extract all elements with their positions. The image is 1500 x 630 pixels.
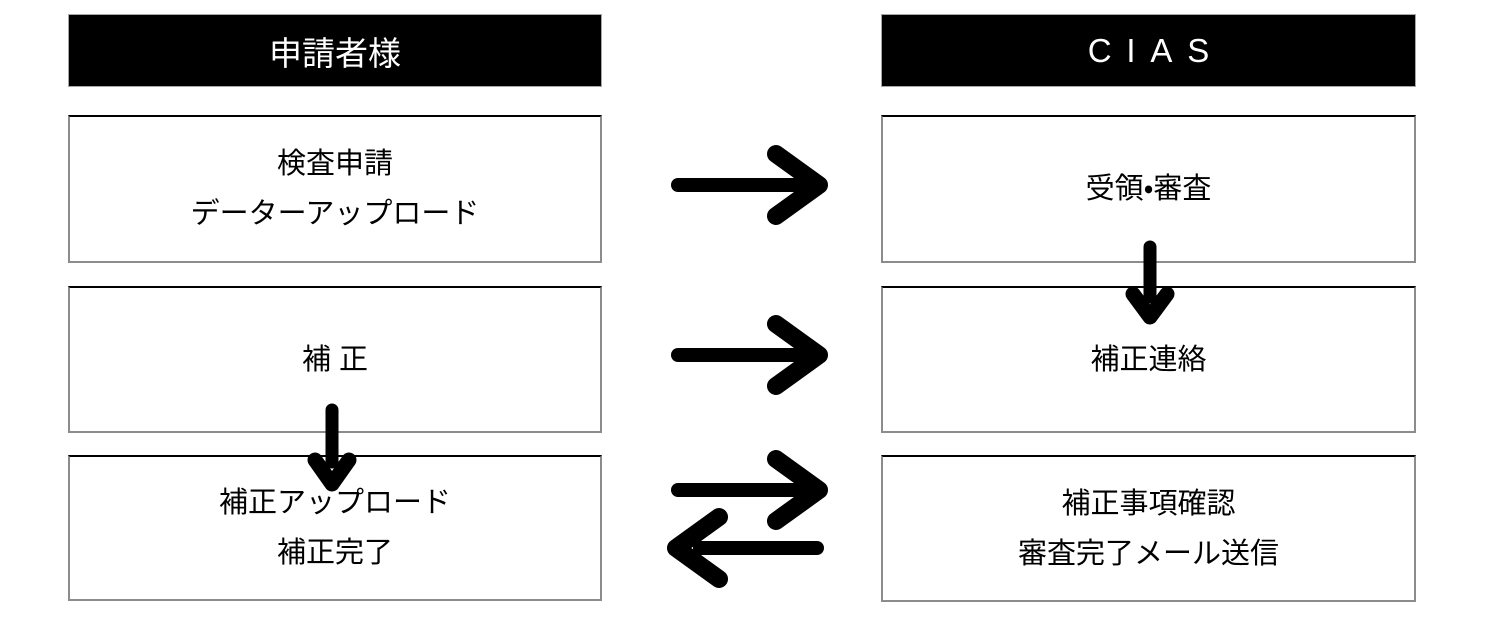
arrow-upload-to-confirm-icon bbox=[671, 450, 828, 530]
box-line: データーアップロード bbox=[190, 198, 480, 230]
box-line: 補正事項確認 bbox=[1061, 487, 1236, 520]
box-line: 検査申請 bbox=[276, 148, 393, 180]
arrow-correction-to-notice-icon bbox=[671, 315, 828, 395]
box-line: 補正完了 bbox=[276, 537, 393, 569]
box-line: 補正連絡 bbox=[1090, 343, 1207, 376]
box-line: 受領・審査 bbox=[1085, 173, 1212, 205]
box-line: 審査完了メール送信 bbox=[1017, 537, 1279, 570]
box-receive-review: 受領・審査 bbox=[881, 115, 1416, 263]
box-correction-upload-complete: 補正アップロード 補正完了 bbox=[68, 455, 602, 601]
arrow-confirm-to-complete-icon bbox=[667, 508, 824, 588]
box-line: 補正アップロード bbox=[218, 487, 451, 519]
arrow-apply-to-receive-icon bbox=[671, 145, 828, 225]
column-header-cias: CIAS bbox=[881, 14, 1416, 87]
box-correction-notice: 補正連絡 bbox=[881, 286, 1416, 433]
column-header-applicant: 申請者様 bbox=[68, 14, 602, 87]
box-confirm-send-mail: 補正事項確認 審査完了メール送信 bbox=[881, 455, 1416, 602]
box-line: 補 正 bbox=[301, 343, 369, 376]
box-correction: 補 正 bbox=[68, 286, 602, 433]
box-inspection-application: 検査申請 データーアップロード bbox=[68, 115, 602, 263]
column-header-cias-label: CIAS bbox=[1087, 31, 1225, 69]
column-header-applicant-label: 申請者様 bbox=[269, 34, 401, 72]
